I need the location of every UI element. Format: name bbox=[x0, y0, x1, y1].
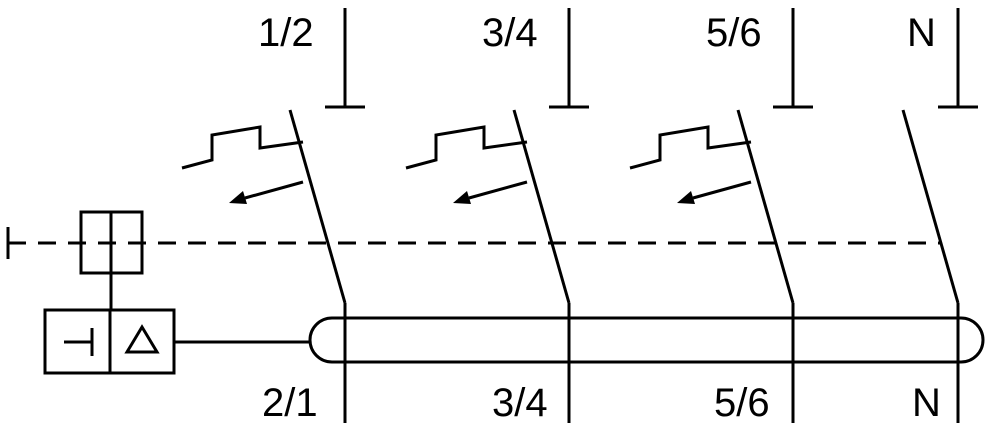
test-button-symbol bbox=[64, 328, 94, 356]
pole-2 bbox=[405, 8, 589, 423]
delta-triangle-symbol bbox=[124, 324, 160, 354]
pole-2-arrowhead bbox=[453, 191, 471, 204]
bottom-label-pole-3: 5/6 bbox=[714, 381, 770, 423]
pole-3-arrowhead bbox=[677, 191, 695, 204]
pole-1-magnetic-trip-arrow bbox=[244, 180, 304, 200]
top-label-pole-1: 1/2 bbox=[258, 11, 314, 55]
bottom-label-pole-1: 2/1 bbox=[262, 381, 318, 423]
pole-2-switch-contact bbox=[512, 109, 571, 304]
pole-1 bbox=[181, 8, 365, 423]
pole-2-terminal-line bbox=[549, 8, 589, 109]
top-label-neutral: N bbox=[907, 11, 936, 55]
pole-2-magnetic-trip-arrow bbox=[468, 180, 528, 200]
pole-3-thermal-trip-symbol bbox=[629, 125, 752, 170]
pole-3-switch-contact bbox=[736, 109, 795, 304]
pole-1-switch-contact bbox=[288, 109, 347, 304]
pole-2-thermal-trip-symbol bbox=[405, 125, 528, 170]
pole-1-terminal-line bbox=[325, 8, 365, 109]
top-label-pole-2: 3/4 bbox=[482, 11, 538, 55]
neutral-terminal-line bbox=[938, 8, 978, 109]
pole-1-thermal-trip-symbol bbox=[181, 125, 304, 170]
pole-3-magnetic-trip-arrow bbox=[692, 180, 752, 200]
pole-3-terminal-line bbox=[773, 8, 813, 109]
residual-current-sensor bbox=[308, 316, 985, 364]
neutral-switch-contact bbox=[901, 109, 960, 304]
top-label-pole-3: 5/6 bbox=[706, 11, 762, 55]
bottom-label-neutral: N bbox=[912, 381, 941, 423]
bottom-label-pole-2: 3/4 bbox=[492, 381, 548, 423]
pole-1-arrowhead bbox=[229, 191, 247, 204]
